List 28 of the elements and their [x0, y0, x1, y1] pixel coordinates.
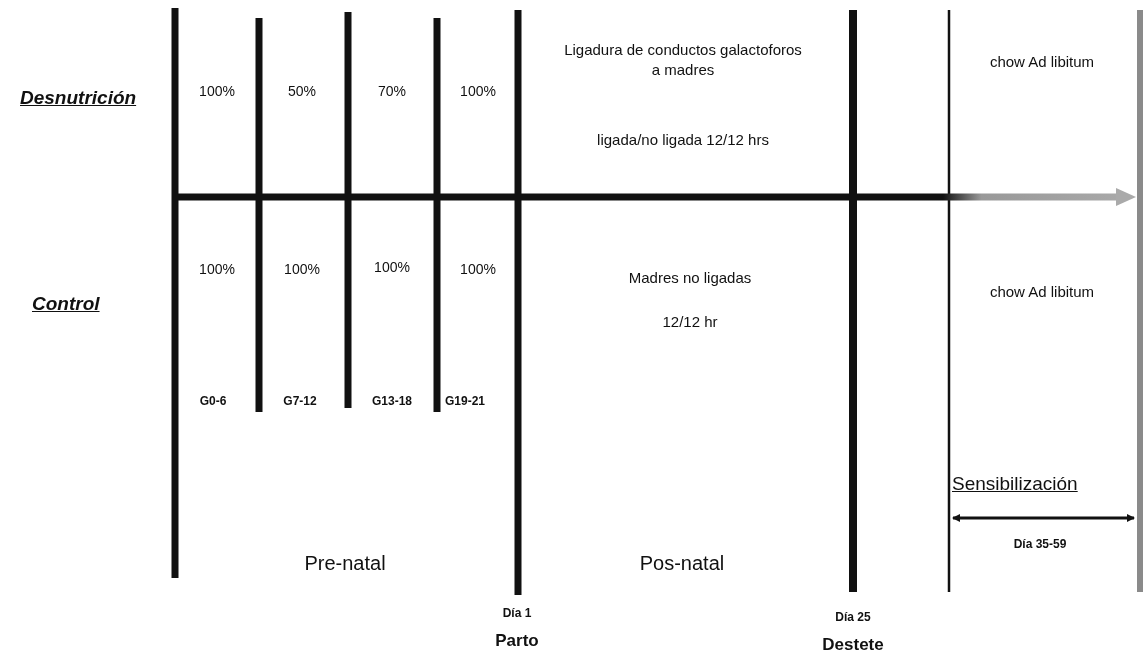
gestation-range: G0-6	[198, 394, 228, 410]
group-heading: Control	[32, 292, 101, 316]
treatment-note: ligada/no ligada 12/12 hrs	[596, 130, 770, 150]
day-label: Día 25	[834, 610, 872, 626]
treatment-note: Madres no ligadas	[627, 268, 753, 288]
percentage-value: 100%	[459, 82, 497, 101]
percentage-value: 100%	[198, 260, 236, 279]
gestation-range: G19-21	[444, 394, 486, 410]
day-label: Día 35-59	[1012, 537, 1068, 553]
treatment-note: Ligadura de conductos galactoforos a madres	[563, 40, 803, 79]
gestation-range: G13-18	[371, 394, 413, 410]
group-heading: Desnutrición	[20, 86, 138, 110]
percentage-value: 100%	[283, 260, 321, 279]
diet-note: chow Ad libitum	[988, 282, 1096, 302]
percentage-value: 50%	[287, 82, 317, 101]
diet-note: chow Ad libitum	[988, 52, 1096, 72]
event-label: Parto	[494, 630, 540, 652]
event-label: Destete	[821, 634, 885, 656]
treatment-note: 12/12 hr	[661, 312, 719, 332]
phase-label: Pre-natal	[303, 551, 387, 576]
phase-heading: Sensibilización	[952, 472, 1079, 496]
percentage-value: 100%	[198, 82, 236, 101]
percentage-value: 70%	[377, 82, 407, 101]
percentage-value: 100%	[373, 258, 411, 277]
percentage-value: 100%	[459, 260, 497, 279]
day-label: Día 1	[501, 606, 533, 622]
phase-label: Pos-natal	[638, 551, 726, 576]
gestation-range: G7-12	[282, 394, 318, 410]
